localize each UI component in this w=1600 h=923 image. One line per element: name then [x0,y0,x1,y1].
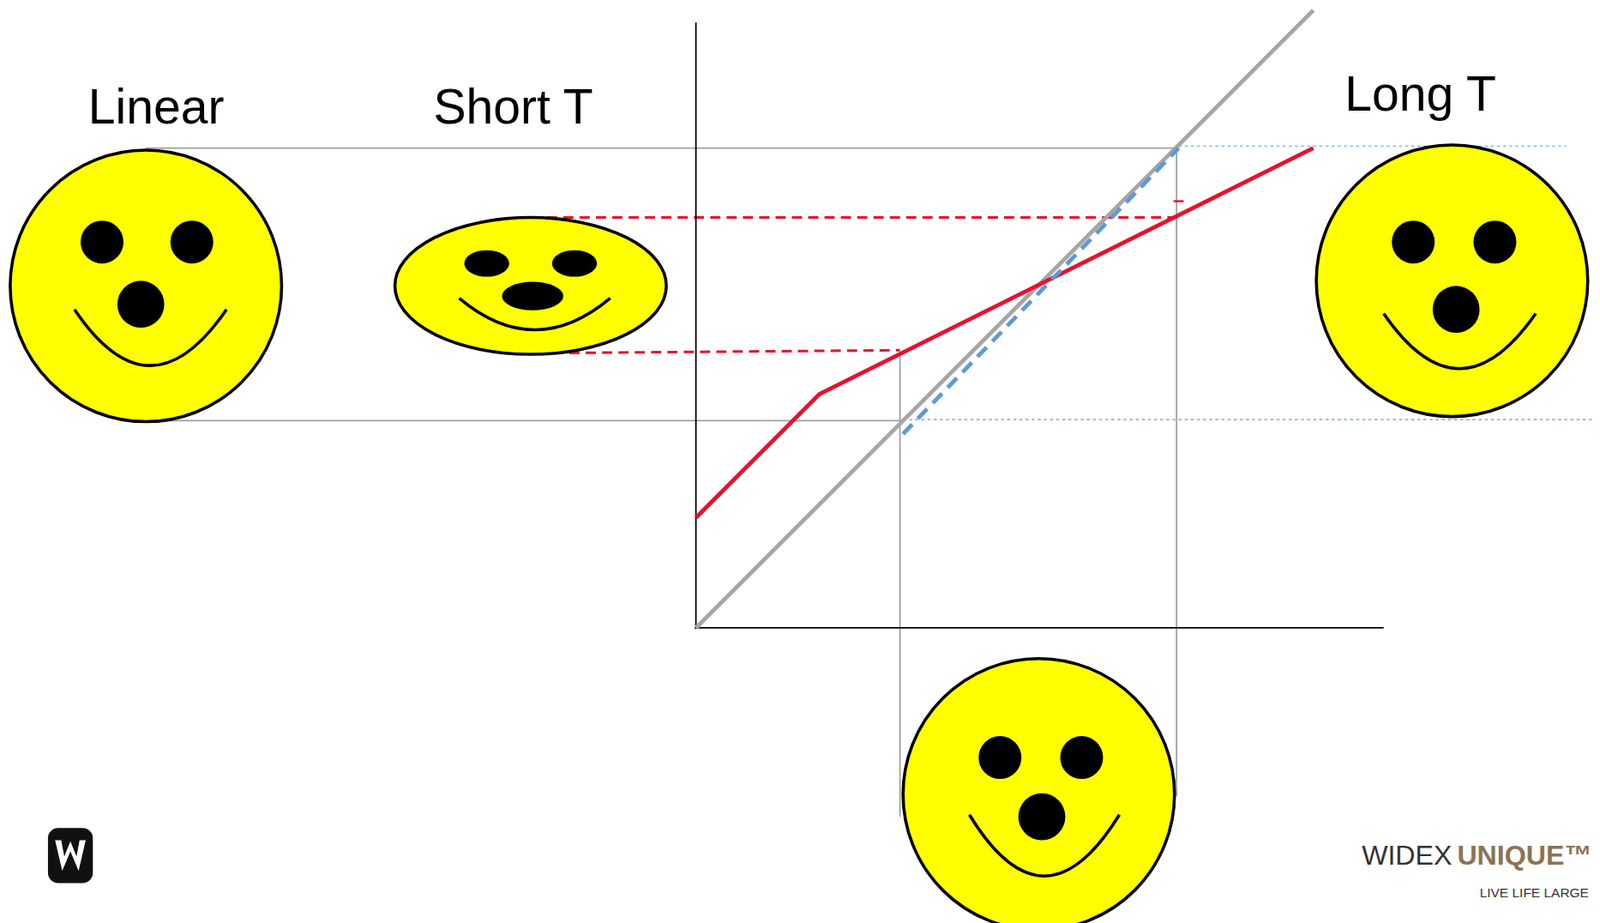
guide-line [1175,148,1178,797]
face-smile [969,814,1120,876]
face-eye [80,220,124,264]
curve-title: Linear [88,78,225,136]
logo-badge [48,827,93,883]
y-axis [695,22,698,629]
face-outline [1316,144,1588,417]
face-eye [1391,220,1435,264]
brand-name: WIDEX [1361,839,1452,872]
face-nose [117,280,165,328]
linear-face [10,150,283,422]
face-eye [170,220,214,264]
face-smile [459,298,611,331]
logo-mark [54,840,86,872]
red-dashed-guide [530,216,1185,219]
face-outline [902,658,1175,923]
curve-title: Short T [433,78,593,136]
widex-logo-icon [48,827,93,883]
guide-line [145,147,1179,150]
red-tick [1173,199,1185,202]
face-outline [10,150,283,422]
compression-curve [696,148,1314,518]
face-nose [502,282,564,311]
brand-slogan: LIVE LIFE LARGE [1479,884,1589,901]
curve-title: Long T [1344,66,1497,123]
linear-diagonal [696,10,1314,628]
brand-name: UNIQUE™ [1456,839,1592,872]
blue-dotted-guide [902,419,1594,421]
x-axis [694,626,1384,629]
face-eye [552,250,597,277]
face-eye [1059,735,1103,779]
face-eye [1473,220,1516,264]
axes [694,22,1384,629]
long-t-face [1316,144,1588,417]
blue-dotted-guide [1178,145,1567,147]
face-eye [463,250,509,277]
face-nose [1018,793,1066,841]
long-t-curve [902,148,1179,434]
short-t-face [395,217,668,355]
face-eye [978,735,1022,779]
input-face [902,658,1175,923]
face-outline [395,217,668,355]
face-smile [1383,312,1536,368]
face-smile [74,309,227,366]
face-nose [1432,285,1480,333]
